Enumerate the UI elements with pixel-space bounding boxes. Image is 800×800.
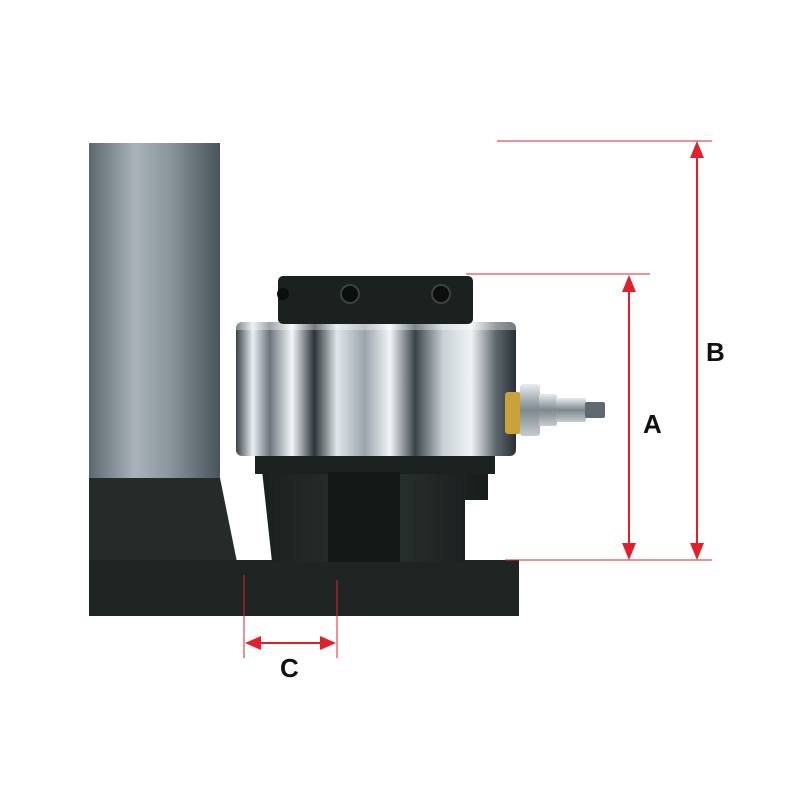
dimension-b-label: B xyxy=(706,337,725,367)
dimension-c-arrow xyxy=(245,636,336,650)
cylinder-body xyxy=(236,322,516,456)
support-column xyxy=(89,143,220,483)
cylinder-top-band xyxy=(236,322,516,330)
cylinder-neck xyxy=(255,452,495,474)
dimension-b-arrow xyxy=(690,141,704,560)
cylinder-rod xyxy=(328,472,400,562)
coupler-fitting xyxy=(505,384,605,436)
saddle-hole-edge xyxy=(277,288,289,300)
saddle-hole-left xyxy=(340,284,360,304)
dimension-a-arrow xyxy=(622,275,636,560)
column-bracket xyxy=(89,478,237,562)
base-plate xyxy=(89,560,519,616)
top-saddle xyxy=(278,276,473,324)
saddle-hole-right xyxy=(431,284,451,304)
dimension-c-label: C xyxy=(280,653,299,683)
dimension-a-label: A xyxy=(643,409,662,439)
